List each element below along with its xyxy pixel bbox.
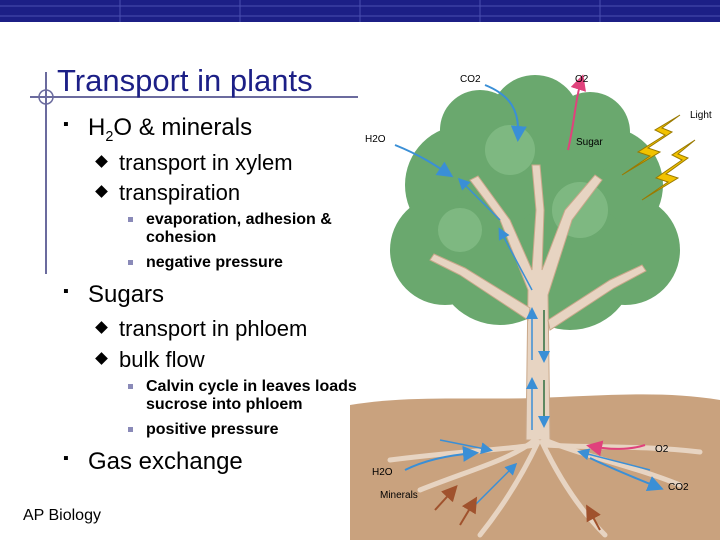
item-xylem-label: transport in xylem xyxy=(119,150,293,175)
water-post: O & minerals xyxy=(113,114,253,141)
item-transpiration-label: transpiration xyxy=(119,180,241,205)
diamond-bullet-icon xyxy=(95,185,108,198)
detail-negative-pressure-label: negative pressure xyxy=(146,254,283,271)
item-phloem: transport in phloem xyxy=(95,316,308,342)
item-phloem-label: transport in phloem xyxy=(119,316,308,341)
detail-negative-pressure: negative pressure xyxy=(128,254,361,272)
square-bullet-icon: ▪ xyxy=(63,283,69,300)
label-light: Light xyxy=(690,110,712,121)
label-o2-top: O2 xyxy=(575,74,589,85)
detail-evaporation: evaporation, adhesion & cohesion xyxy=(128,211,361,247)
detail-positive-pressure: positive pressure xyxy=(128,421,391,439)
gas-exchange-label: Gas exchange xyxy=(88,448,243,475)
trunk xyxy=(429,164,647,441)
label-sugar: Sugar xyxy=(576,137,603,148)
small-square-bullet-icon xyxy=(128,427,133,432)
header-bar xyxy=(0,0,720,22)
label-minerals: Minerals xyxy=(380,490,418,501)
bullet-sugars: ▪ Sugars xyxy=(63,281,165,309)
header-pattern xyxy=(0,0,720,22)
label-h2o-left: H2O xyxy=(365,134,386,145)
item-bulk-flow: bulk flow xyxy=(95,347,205,373)
diamond-bullet-icon xyxy=(95,321,108,334)
title-rule xyxy=(30,96,358,98)
title-vertical-rule xyxy=(45,72,47,274)
diamond-bullet-icon xyxy=(95,352,108,365)
small-square-bullet-icon xyxy=(128,384,133,389)
footer-label: AP Biology xyxy=(23,507,101,524)
label-h2o-soil: H2O xyxy=(372,467,393,478)
square-bullet-icon: ▪ xyxy=(63,450,69,467)
bullet-gas-exchange: ▪ Gas exchange xyxy=(63,448,243,476)
small-square-bullet-icon xyxy=(128,217,133,222)
label-co2-soil: CO2 xyxy=(668,482,689,493)
detail-calvin-cycle-label: Calvin cycle in leaves loads sucrose int… xyxy=(146,378,357,413)
item-bulk-flow-label: bulk flow xyxy=(119,347,205,372)
item-xylem: transport in xylem xyxy=(95,150,293,176)
label-co2-top: CO2 xyxy=(460,74,481,85)
tree-illustration: CO2 O2 Light H2O Sugar O2 H2O Minerals C… xyxy=(350,74,720,540)
detail-calvin-cycle: Calvin cycle in leaves loads sucrose int… xyxy=(128,378,391,414)
light-bolts xyxy=(621,114,696,201)
detail-evaporation-label: evaporation, adhesion & cohesion xyxy=(146,211,332,246)
water-pre: H xyxy=(88,114,106,141)
label-o2-soil: O2 xyxy=(655,444,669,455)
small-square-bullet-icon xyxy=(128,260,133,265)
water-subscript: 2 xyxy=(105,128,114,145)
soil xyxy=(350,394,720,540)
square-bullet-icon: ▪ xyxy=(63,116,69,133)
detail-positive-pressure-label: positive pressure xyxy=(146,421,279,438)
sugars-label: Sugars xyxy=(88,281,165,308)
slide-title: Transport in plants xyxy=(57,63,313,98)
item-transpiration: transpiration xyxy=(95,180,241,206)
diamond-bullet-icon xyxy=(95,155,108,168)
bullet-water-minerals: ▪ H2O & minerals xyxy=(63,114,253,145)
